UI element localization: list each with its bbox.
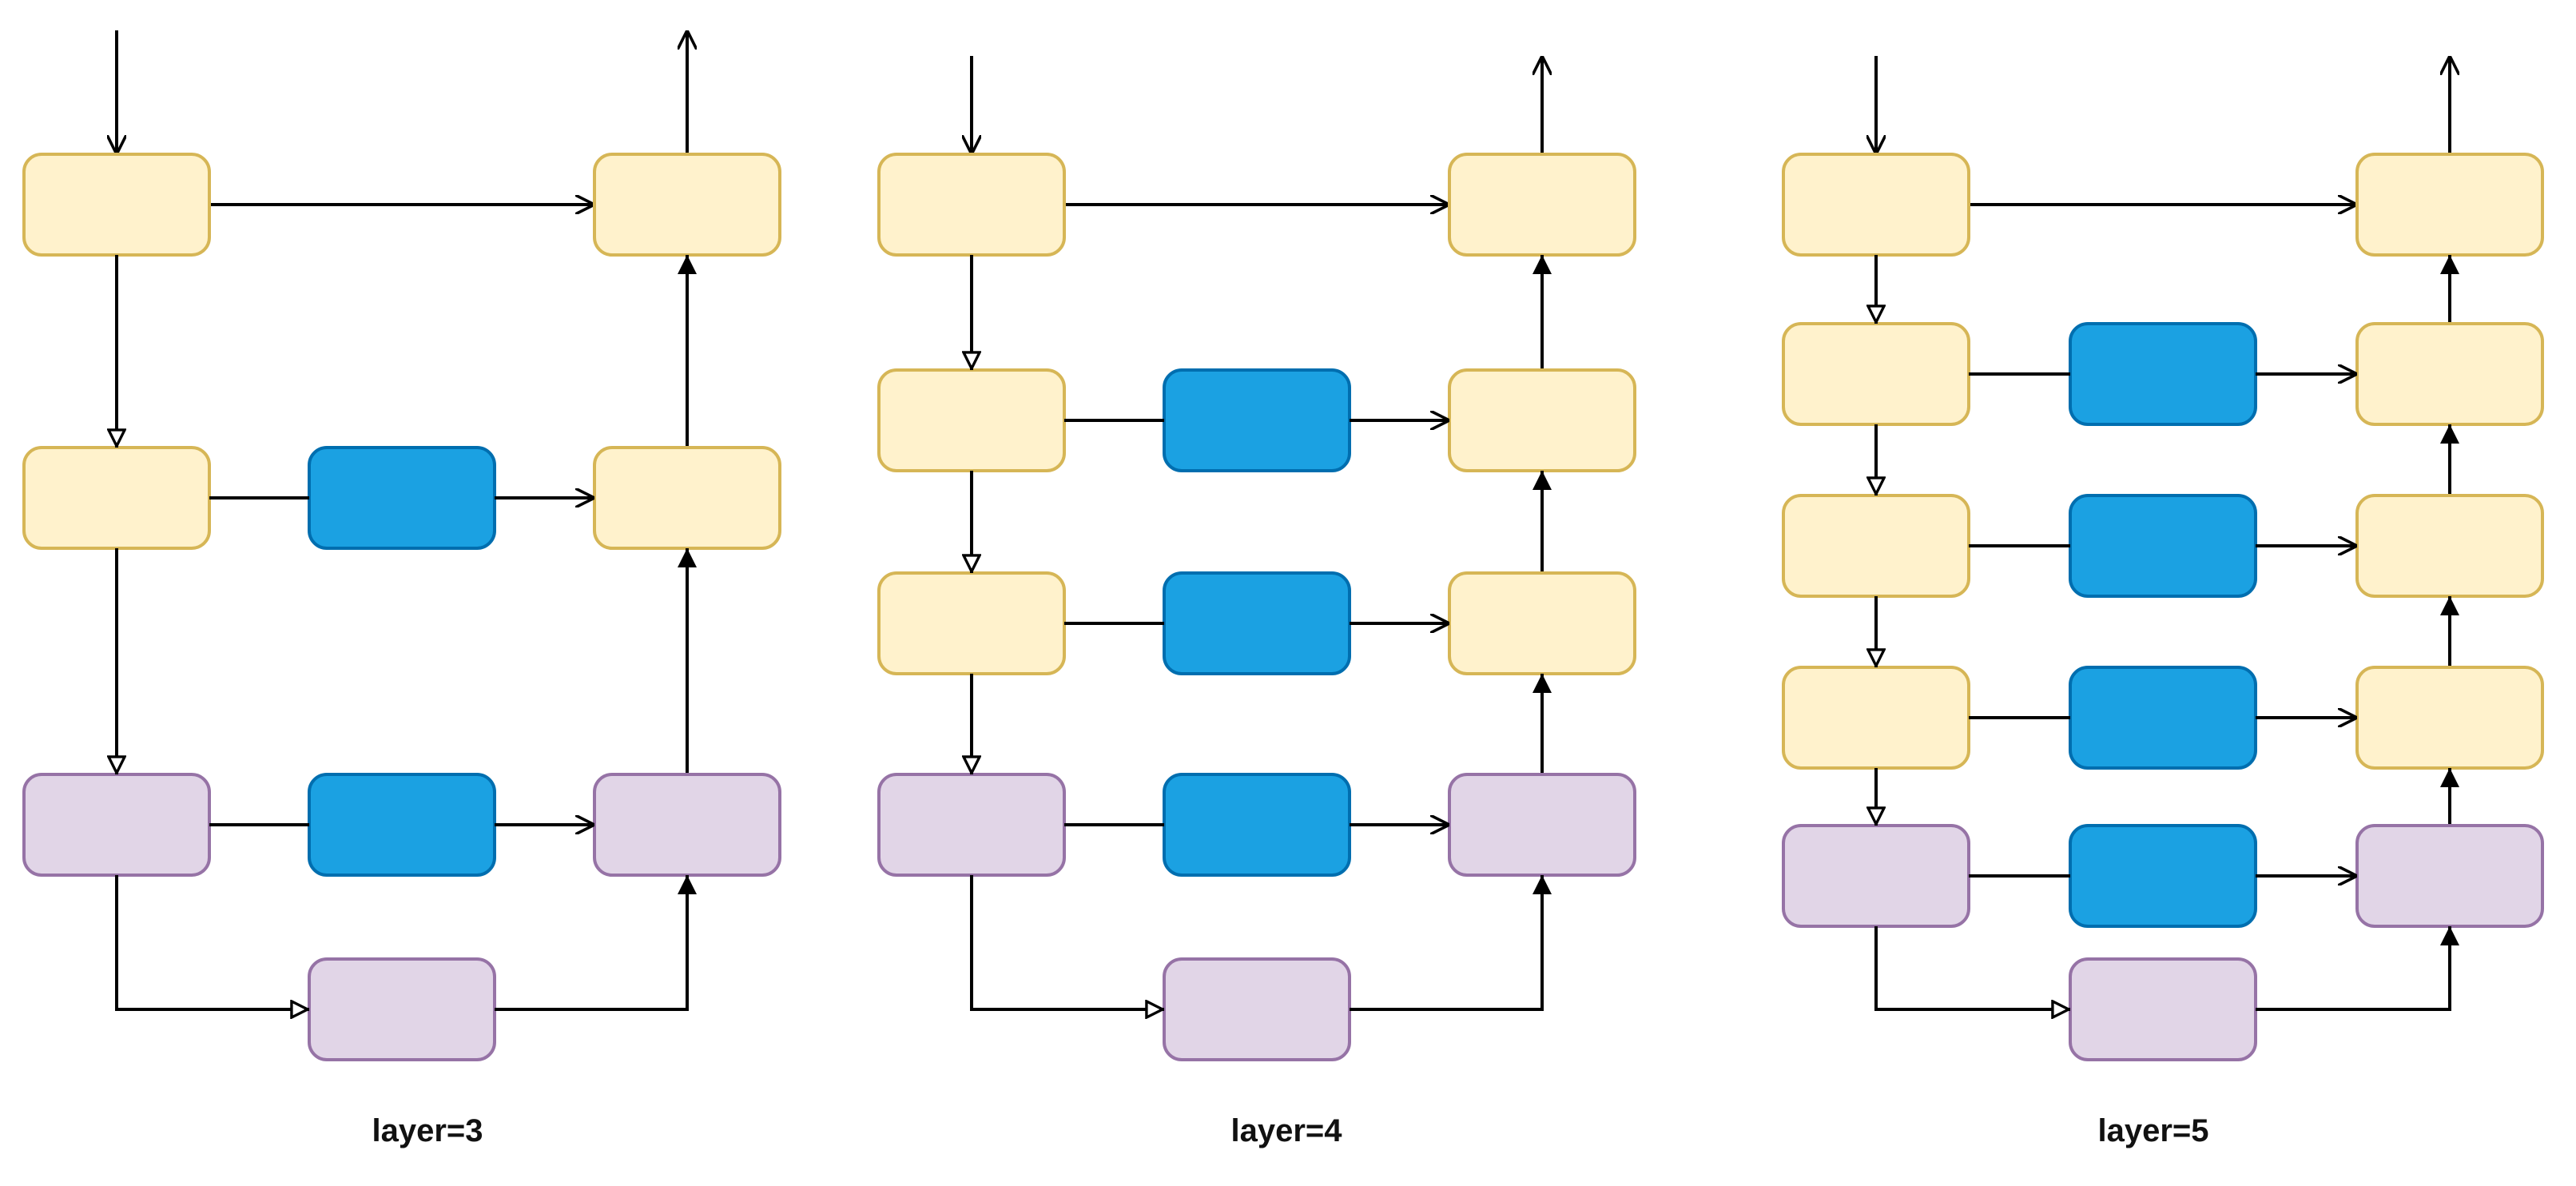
bottom-node xyxy=(2069,957,2257,1061)
decoder-node xyxy=(2355,824,2544,928)
up-from-bottom-arrow xyxy=(2256,926,2459,1011)
bridge-node xyxy=(2069,824,2257,928)
encoder-node xyxy=(1782,322,1970,426)
encoder-node xyxy=(1782,153,1970,257)
decoder-node xyxy=(2355,322,2544,426)
decoder-node xyxy=(2355,666,2544,770)
bottom-node xyxy=(1163,957,1351,1061)
decoder-node xyxy=(593,153,781,257)
encoder-node xyxy=(877,773,1066,877)
encoder-node xyxy=(22,153,211,257)
down-to-bottom-arrow xyxy=(970,875,1164,1009)
panel-layer-5 xyxy=(1782,56,2544,1061)
up-from-bottom-arrow xyxy=(495,875,697,1011)
decoder-node xyxy=(593,773,781,877)
encoder-node xyxy=(1782,494,1970,598)
decoder-node xyxy=(1448,773,1636,877)
encoder-node xyxy=(1782,666,1970,770)
panel-layer-4 xyxy=(877,56,1636,1061)
encoder-node xyxy=(22,446,211,550)
encoder-node xyxy=(877,368,1066,472)
bridge-node xyxy=(1163,773,1351,877)
down-to-bottom-arrow xyxy=(115,875,309,1009)
encoder-node xyxy=(22,773,211,877)
bridge-node xyxy=(1163,368,1351,472)
encoder-node xyxy=(1782,824,1970,928)
decoder-node xyxy=(1448,153,1636,257)
decoder-node xyxy=(2355,494,2544,598)
bridge-node xyxy=(2069,322,2257,426)
bridge-node xyxy=(2069,666,2257,770)
bridge-node xyxy=(2069,494,2257,598)
bridge-node xyxy=(308,773,496,877)
decoder-node xyxy=(1448,368,1636,472)
bridge-node xyxy=(308,446,496,550)
caption-layer-3: layer=3 xyxy=(372,1113,483,1148)
decoder-node xyxy=(2355,153,2544,257)
encoder-node xyxy=(877,153,1066,257)
decoder-node xyxy=(1448,571,1636,675)
bridge-node xyxy=(1163,571,1351,675)
bottom-node xyxy=(308,957,496,1061)
decoder-node xyxy=(593,446,781,550)
caption-layer-5: layer=5 xyxy=(2097,1113,2208,1148)
down-to-bottom-arrow xyxy=(1874,926,2070,1009)
up-from-bottom-arrow xyxy=(1350,875,1552,1011)
caption-layer-4: layer=4 xyxy=(1230,1113,1342,1148)
panel-layer-3 xyxy=(22,30,781,1061)
encoder-node xyxy=(877,571,1066,675)
